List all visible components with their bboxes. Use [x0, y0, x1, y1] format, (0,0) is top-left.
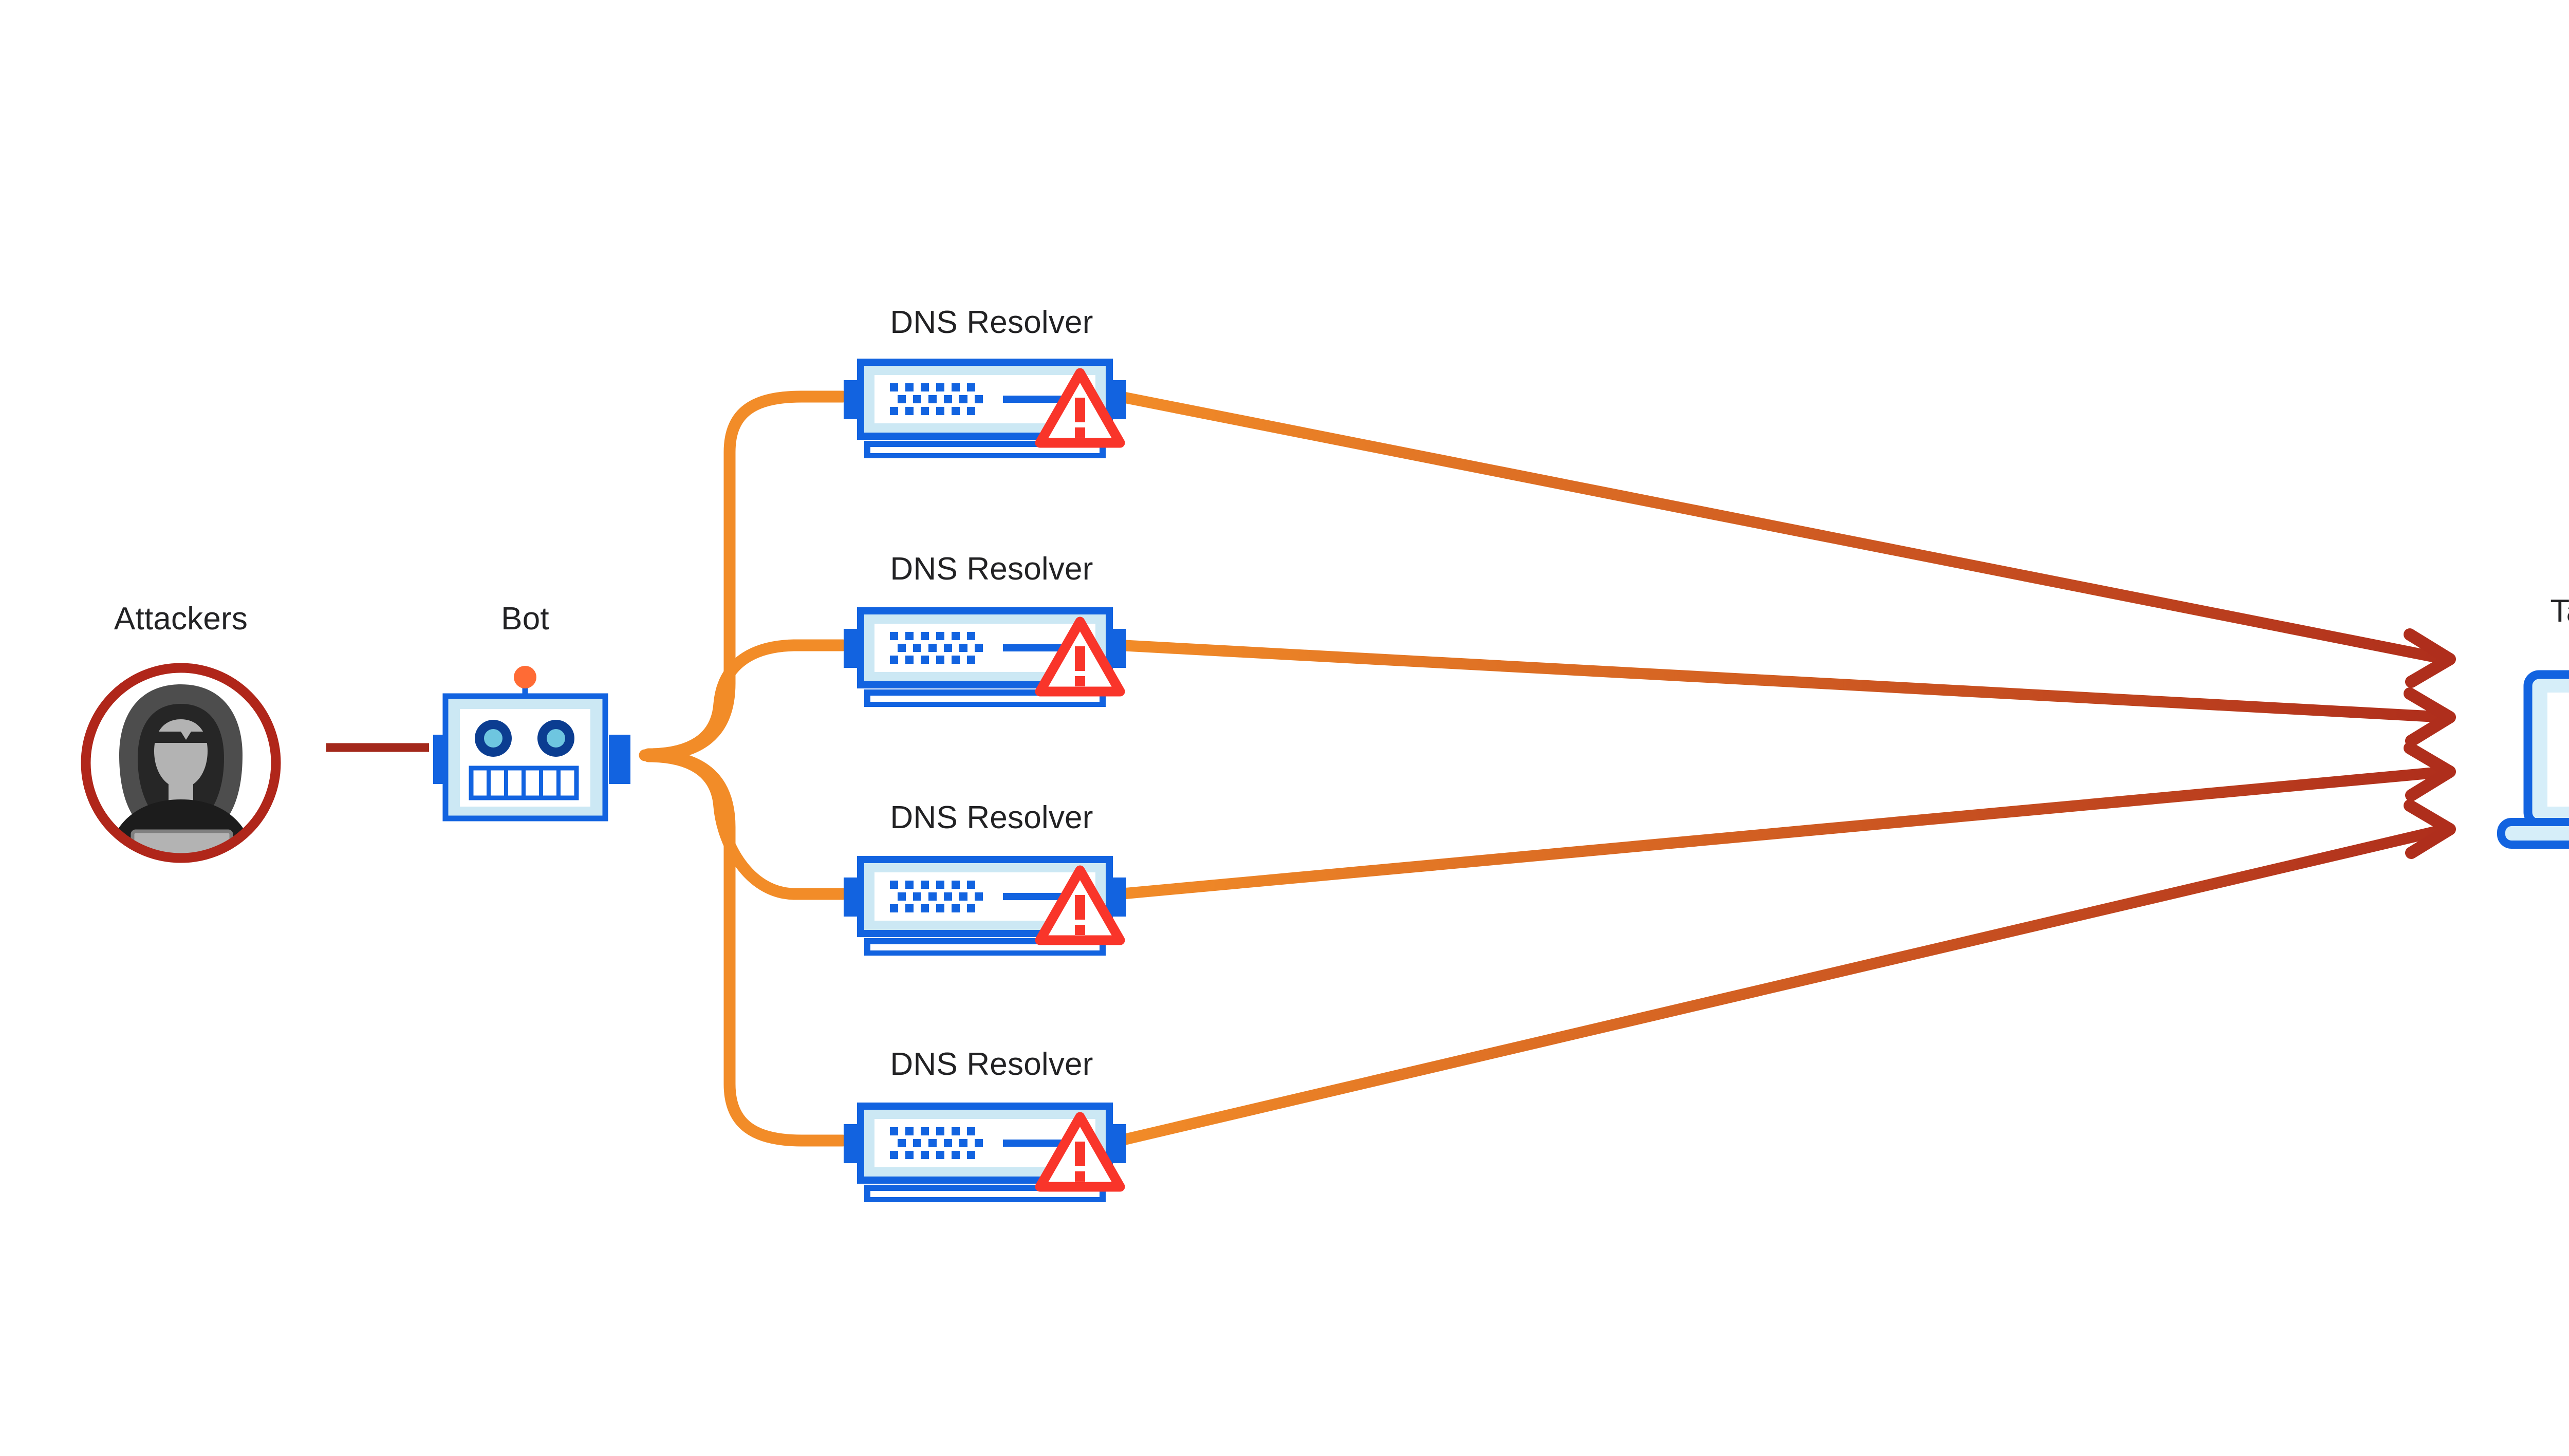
node-attackers[interactable]: Attackers [81, 601, 283, 878]
dns-resolver-2-label: DNS Resolver [890, 551, 1093, 587]
arrowhead-3 [2404, 742, 2456, 801]
connector-bot-to-resolver-1 [642, 390, 849, 761]
connector-group-bot-to-resolvers [639, 390, 849, 1147]
node-dns-resolver-3[interactable]: DNS Resolver [844, 800, 1126, 956]
connector-resolver-3-to-victim [1114, 766, 2451, 900]
connector-bot-to-resolver-4 [642, 749, 849, 1147]
attacker-ring [81, 663, 281, 863]
node-dns-resolver-2[interactable]: DNS Resolver [844, 551, 1126, 707]
arrowhead-2 [2404, 687, 2456, 747]
arrowhead-4 [2404, 799, 2456, 859]
dns-resolver-1-label: DNS Resolver [890, 305, 1093, 340]
attackers-label: Attackers [114, 601, 248, 637]
dns-server-warning-icon-3 [844, 856, 1126, 956]
connector-group-resolvers-to-victim [1114, 391, 2451, 1146]
dns-server-warning-icon-2 [844, 607, 1126, 707]
hacker-in-circle-icon [81, 663, 281, 863]
connector-resolver-2-to-victim [1114, 640, 2451, 723]
connector-resolver-4-to-victim [1114, 824, 2451, 1146]
dns-server-warning-icon-1 [844, 359, 1126, 458]
robot-antenna-light [514, 666, 536, 688]
bot-label: Bot [501, 601, 549, 637]
connector-resolver-1-to-victim [1114, 391, 2451, 665]
node-targeted-victim[interactable]: Targeted Victim [2497, 593, 2569, 849]
robot-head-icon [433, 666, 630, 822]
laptop-user-icon [2497, 670, 2569, 849]
connector-bot-to-resolver-3 [642, 750, 849, 900]
dns-resolver-4-label: DNS Resolver [890, 1047, 1093, 1082]
node-bot[interactable]: Bot [433, 601, 630, 822]
arrowhead-group [2404, 628, 2456, 859]
targeted-victim-label: Targeted Victim [2550, 593, 2569, 629]
dns-resolver-3-label: DNS Resolver [890, 800, 1093, 835]
dns-server-warning-icon-4 [844, 1103, 1126, 1202]
node-dns-resolver-1[interactable]: DNS Resolver [844, 305, 1126, 458]
node-dns-resolver-4[interactable]: DNS Resolver [844, 1047, 1126, 1202]
connector-bot-to-resolver-2 [642, 639, 849, 760]
arrowhead-1 [2404, 628, 2456, 688]
